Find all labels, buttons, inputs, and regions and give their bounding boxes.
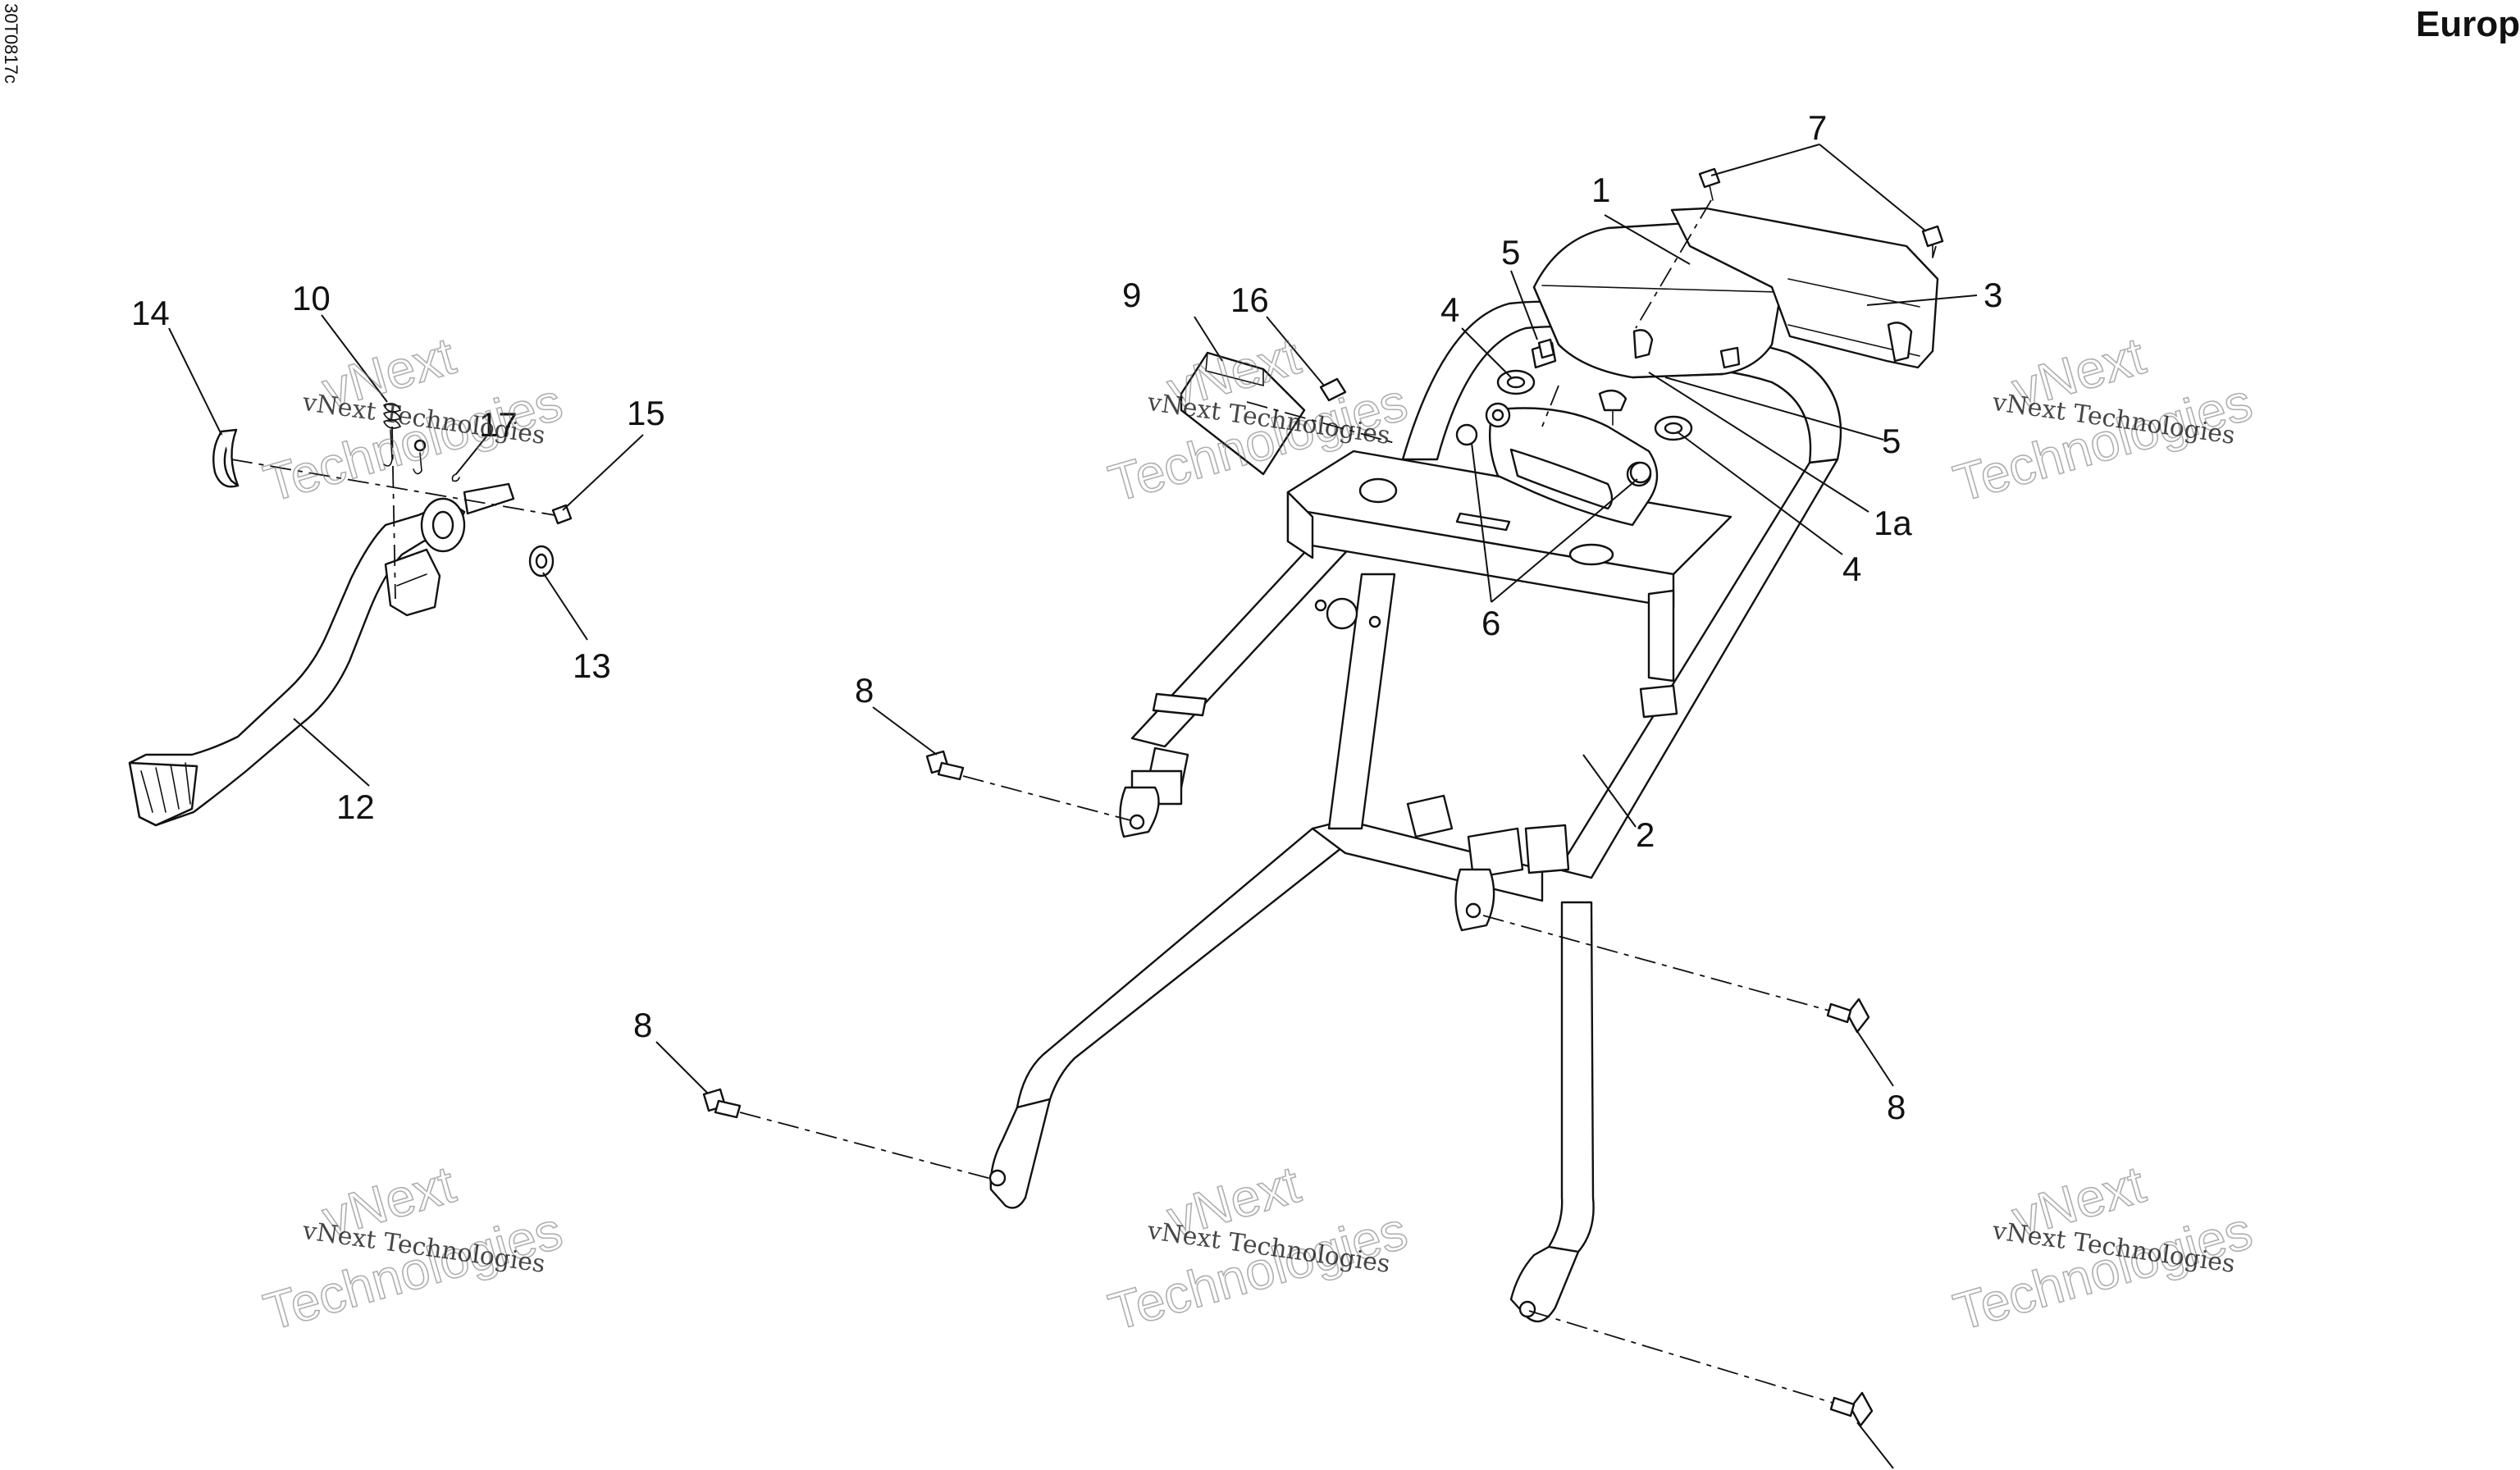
callout-4-top: 4 bbox=[1440, 290, 1459, 329]
watermark-top-right: vNext Technologies vNext Technologies bbox=[1947, 325, 2259, 514]
watermark-bottom-center: vNext Technologies vNext Technologies bbox=[1102, 1153, 1414, 1342]
callout-5-top: 5 bbox=[1501, 233, 1520, 272]
callout-9: 9 bbox=[1122, 276, 1141, 314]
bolt-axis-upper-left bbox=[962, 775, 1131, 821]
screw-axis-7-right bbox=[1932, 245, 1937, 258]
license-bracket-part-3 bbox=[1670, 207, 1939, 369]
spring-axis-line bbox=[391, 426, 396, 600]
screw-part-5 bbox=[1537, 338, 1628, 426]
holder-axis bbox=[1541, 385, 1559, 427]
reflector-part-9 bbox=[1180, 351, 1306, 476]
pedal-axis-line bbox=[231, 459, 555, 516]
nut-part-6 bbox=[1455, 423, 1652, 484]
leader-lines bbox=[168, 144, 1978, 1469]
region-label: Europ bbox=[2416, 4, 2520, 44]
pin-part-17 bbox=[413, 439, 460, 482]
watermark-bottom-right: vNext Technologies vNext Technologies bbox=[1947, 1153, 2259, 1342]
watermark-top-left: vNext Technologies vNext Technologies bbox=[257, 325, 569, 514]
rear-subframe-group bbox=[702, 167, 1944, 1427]
callout-2: 2 bbox=[1636, 815, 1655, 854]
callout-3: 3 bbox=[1984, 276, 2002, 314]
callout-14: 14 bbox=[131, 294, 170, 332]
bolt-axis-right bbox=[1482, 915, 1830, 1011]
callout-15: 15 bbox=[627, 394, 665, 432]
spring-part-10 bbox=[383, 403, 402, 467]
bolt-axis-lower-right bbox=[1528, 1310, 1833, 1404]
nut-part-16 bbox=[1319, 377, 1347, 402]
screw-axis-7-left bbox=[1635, 199, 1712, 329]
callout-5-right: 5 bbox=[1882, 422, 1901, 460]
callout-17: 17 bbox=[479, 405, 518, 444]
washer-part-13 bbox=[528, 545, 555, 578]
bolt-part-8 bbox=[702, 750, 1874, 1427]
screw-part-7 bbox=[1698, 167, 1944, 258]
document-id: 30T0817c bbox=[1, 3, 21, 84]
callout-16: 16 bbox=[1230, 281, 1269, 319]
callout-12: 12 bbox=[336, 788, 375, 826]
callout-4-right: 4 bbox=[1842, 550, 1861, 588]
brake-pedal-group bbox=[128, 403, 573, 827]
callout-labels: 7 1 3 5 4 5 1a 4 6 9 16 2 8 8 8 14 10 17… bbox=[131, 108, 2002, 1126]
callout-8-lower-left: 8 bbox=[633, 1006, 652, 1044]
watermark-bottom-left: vNext Technologies vNext Technologies bbox=[257, 1153, 569, 1342]
callout-13: 13 bbox=[573, 646, 611, 685]
callout-7: 7 bbox=[1808, 108, 1827, 147]
subframe-part-2 bbox=[988, 300, 1842, 1323]
callout-10: 10 bbox=[292, 279, 331, 317]
callout-1a: 1a bbox=[1874, 504, 1912, 542]
callout-1: 1 bbox=[1591, 171, 1610, 209]
clip-part-14 bbox=[212, 428, 240, 488]
reflector-axis bbox=[1246, 401, 1395, 444]
callout-8-upper-left: 8 bbox=[855, 671, 874, 710]
callout-6: 6 bbox=[1481, 604, 1500, 642]
bolt-axis-lower-left bbox=[739, 1112, 995, 1180]
brake-pedal-part-12 bbox=[128, 482, 515, 827]
plug-part-15 bbox=[551, 504, 573, 525]
grommet-part-4 bbox=[1496, 369, 1693, 441]
callout-8-right: 8 bbox=[1887, 1088, 1906, 1126]
